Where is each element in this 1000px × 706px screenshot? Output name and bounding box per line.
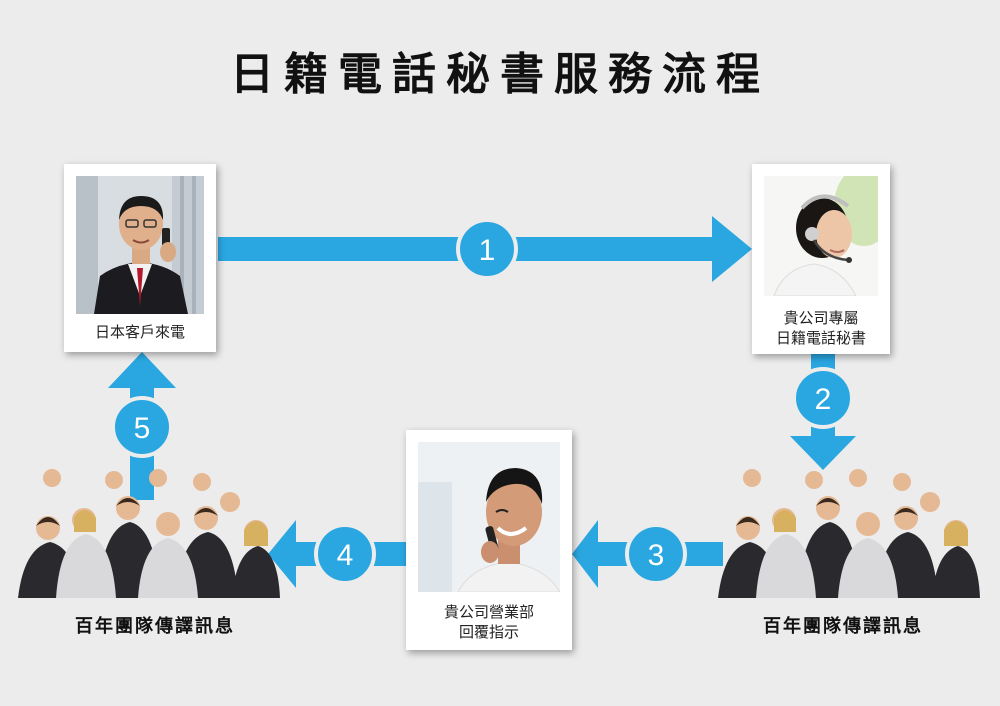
arrow-step-1: 1	[218, 216, 752, 282]
step-5-number: 5	[134, 412, 151, 445]
secretary-label-line1: 貴公司專屬	[783, 309, 859, 327]
team-left-label: 百年團隊傳譯訊息	[75, 616, 235, 637]
headset-operator-photo	[764, 176, 878, 296]
page-title: 日籍電話秘書服務流程	[230, 49, 770, 100]
business-team-photo-left	[18, 469, 280, 598]
arrow-step-4: 4	[268, 520, 408, 588]
secretary-label-line2: 日籍電話秘書	[775, 329, 866, 347]
client-card: 日本客戶來電	[64, 164, 216, 352]
client-label: 日本客戶來電	[94, 323, 185, 341]
smiling-man-on-phone-photo	[418, 442, 560, 592]
sales-dept-label-line1: 貴公司營業部	[443, 603, 534, 621]
arrow-step-2: 2	[790, 350, 856, 470]
secretary-card: 貴公司專屬 日籍電話秘書	[752, 164, 890, 354]
step-4-number: 4	[337, 539, 354, 572]
sales-dept-card: 貴公司營業部 回覆指示	[406, 430, 572, 650]
arrow-step-5: 5	[108, 352, 176, 500]
step-2-number: 2	[815, 383, 832, 416]
arrow-step-3: 3	[572, 520, 723, 588]
business-team-photo-right	[718, 469, 980, 598]
step-1-number: 1	[479, 234, 496, 267]
step-3-number: 3	[648, 539, 665, 572]
businessman-on-phone-photo	[76, 176, 204, 314]
team-right-label: 百年團隊傳譯訊息	[763, 616, 923, 637]
sales-dept-label-line2: 回覆指示	[458, 623, 519, 641]
